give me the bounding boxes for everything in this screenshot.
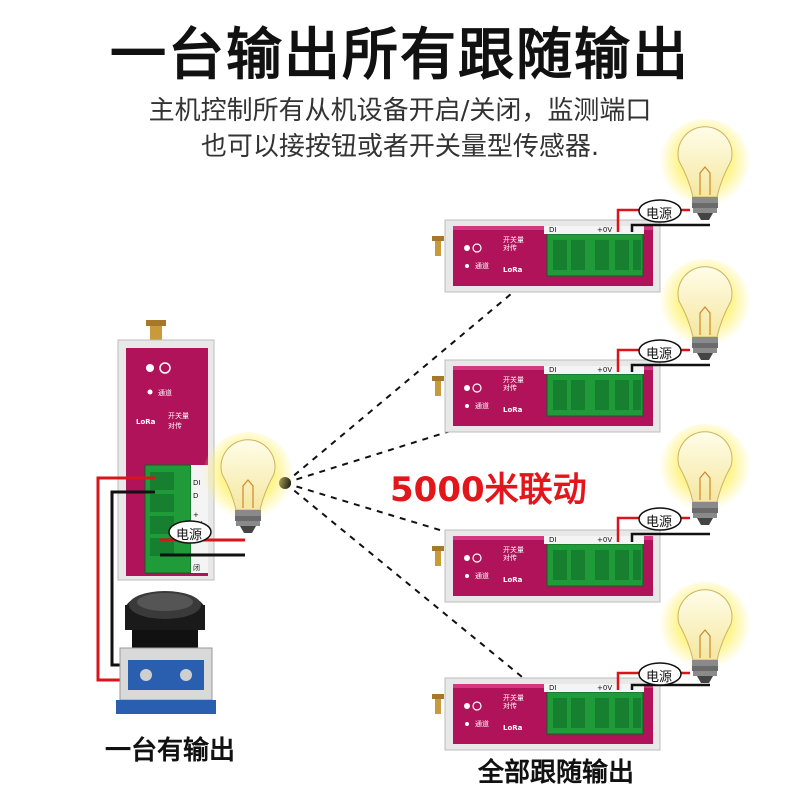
slave-device-1 (431, 219, 661, 293)
caption-master-output: 一台有输出 (105, 736, 236, 766)
slave-device-3 (431, 529, 661, 603)
slave-device-2 (431, 359, 661, 433)
svg-text:对传: 对传 (168, 421, 182, 430)
page-title: 一台输出所有跟随输出 (110, 23, 690, 88)
subtitle-line-1: 主机控制所有从机设备开启/关闭，监测端口 (148, 96, 652, 126)
power-label-master: 电源 (176, 528, 203, 543)
svg-text:D: D (193, 492, 198, 500)
power-label-slaves (638, 199, 682, 686)
power-label-slave-2: 电源 (646, 347, 673, 362)
svg-text:通道: 通道 (158, 388, 172, 397)
push-button-icon (116, 591, 216, 714)
svg-text:DI: DI (193, 479, 200, 487)
svg-text:闭: 闭 (193, 564, 200, 572)
power-label-slave-3: 电源 (646, 515, 673, 530)
subtitle-line-2: 也可以接按钮或者开关量型传感器. (200, 132, 600, 162)
caption-slaves-follow: 全部跟随输出 (478, 758, 635, 788)
slave-device-4 (431, 677, 661, 751)
distance-label: 5000米联动 (390, 470, 587, 510)
power-label-master (168, 520, 212, 544)
svg-text:开关量: 开关量 (168, 411, 189, 420)
master-bulb (201, 431, 295, 534)
power-label-slave-4: 电源 (646, 670, 673, 685)
svg-text:LoRa: LoRa (136, 418, 156, 426)
svg-text:+: + (193, 511, 199, 519)
power-label-slave-1: 电源 (646, 207, 673, 222)
